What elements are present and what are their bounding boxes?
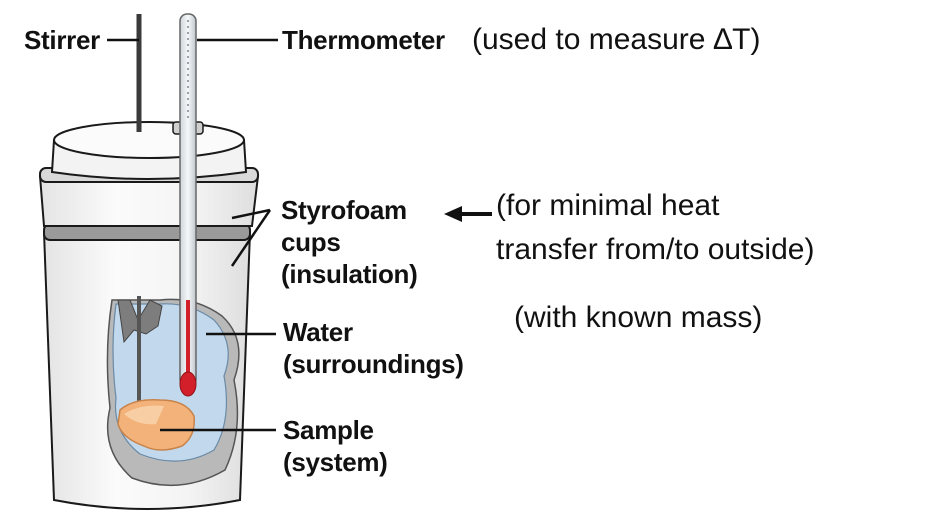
label-stirrer: Stirrer <box>24 25 100 55</box>
label-styrofoam-3: (insulation) <box>281 259 418 289</box>
note-insulation-1: (for minimal heat <box>496 189 720 222</box>
label-styrofoam-1: Styrofoam <box>281 195 407 225</box>
label-water-2: (surroundings) <box>283 349 464 379</box>
lid-top <box>53 121 245 159</box>
note-thermometer: (used to measure ∆T) <box>472 23 761 56</box>
sample-highlight <box>124 405 164 425</box>
thermometer-column <box>186 300 190 380</box>
thermometer-bulb <box>179 371 197 397</box>
note-insulation-2: transfer from/to outside) <box>496 233 815 266</box>
label-water-1: Water <box>283 317 353 347</box>
label-thermometer: Thermometer <box>282 25 445 55</box>
label-sample-2: (system) <box>283 447 388 477</box>
label-sample-1: Sample <box>283 415 374 445</box>
cup-upper <box>38 175 260 227</box>
arrow-head <box>444 206 462 222</box>
leader-styrofoam-a <box>231 208 271 220</box>
leader-styrofoam-b <box>230 209 272 267</box>
note-water: (with known mass) <box>514 301 763 334</box>
label-styrofoam-2: cups <box>281 227 341 257</box>
